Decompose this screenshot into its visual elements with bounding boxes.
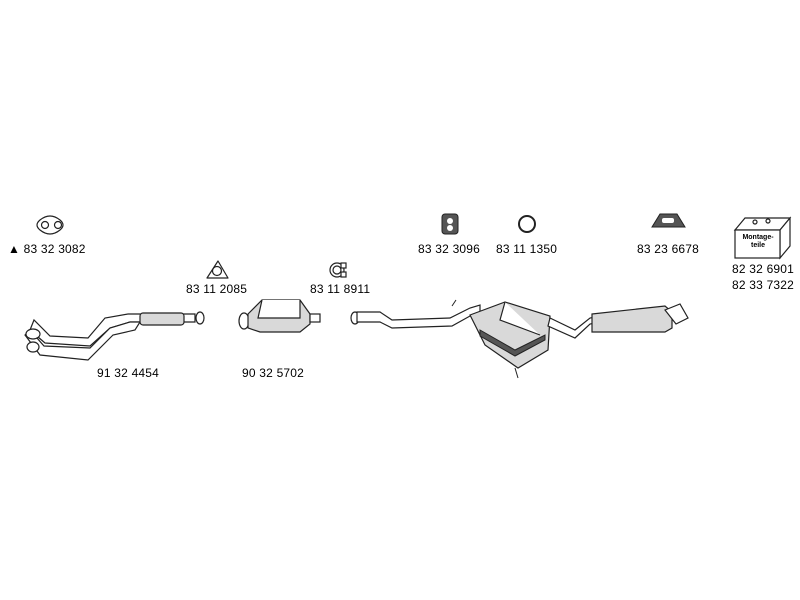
triangle-clamp-icon bbox=[206, 260, 229, 279]
part-number-o-ring: 83 11 1350 bbox=[496, 242, 558, 256]
rubber-mount-icon bbox=[441, 213, 459, 235]
part-number-ring-clamp: 83 11 8911 bbox=[310, 282, 371, 296]
part-number-front-pipe: 91 32 4454 bbox=[97, 366, 160, 380]
front-pipe-icon bbox=[24, 311, 205, 361]
part-number-mounting-kit-1: 82 32 6901 bbox=[732, 262, 795, 276]
warning-triangle-icon: ▲ bbox=[8, 242, 21, 256]
part-number-hanger: 83 23 6678 bbox=[637, 242, 700, 256]
flange-gasket-icon bbox=[36, 215, 64, 235]
o-ring-icon bbox=[518, 215, 536, 233]
part-number-rubber-mount: 83 32 3096 bbox=[418, 242, 481, 256]
rear-exhaust-icon bbox=[350, 299, 689, 379]
part-number-gasket: ▲ 83 32 3082 bbox=[8, 242, 86, 256]
hanger-icon bbox=[651, 213, 686, 228]
mounting-kit-box-icon bbox=[733, 216, 792, 260]
mounting-kit-box-label: Montage- teile bbox=[742, 234, 774, 249]
part-number-triangle-clamp: 83 11 2085 bbox=[186, 282, 248, 296]
part-number-catalyst: 90 32 5702 bbox=[242, 366, 305, 380]
ring-clamp-icon bbox=[329, 262, 347, 278]
part-number-mounting-kit-2: 82 33 7322 bbox=[732, 278, 795, 292]
catalytic-converter-icon bbox=[238, 299, 321, 333]
